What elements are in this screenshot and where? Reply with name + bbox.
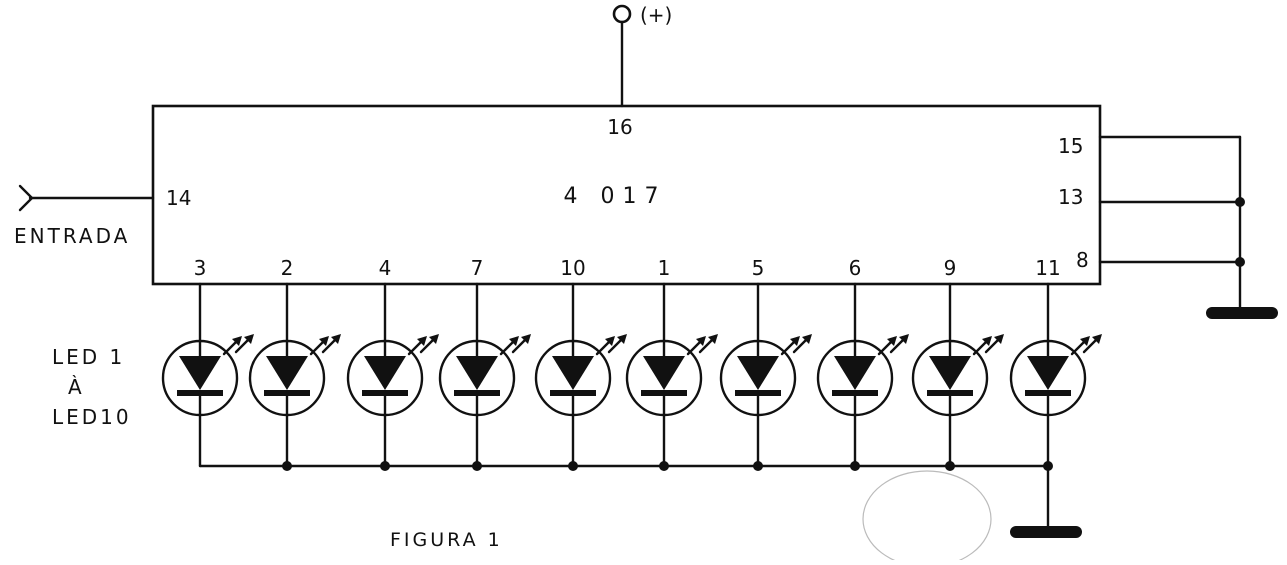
diode-triangle-icon bbox=[834, 356, 876, 390]
led-9: 9 bbox=[911, 256, 1004, 471]
diode-triangle-icon bbox=[1027, 356, 1069, 390]
light-arrow-head-icon bbox=[887, 336, 897, 346]
light-arrow-head-icon bbox=[1092, 334, 1102, 344]
led-pin-label: 3 bbox=[194, 256, 207, 280]
led-7: 5 bbox=[719, 256, 812, 471]
light-arrow-head-icon bbox=[994, 334, 1004, 344]
light-arrow-head-icon bbox=[982, 336, 992, 346]
supply-terminal bbox=[612, 4, 632, 24]
diode-triangle-icon bbox=[364, 356, 406, 390]
light-arrow-head-icon bbox=[244, 334, 254, 344]
input-label: ENTRADA bbox=[14, 224, 130, 248]
junction-dot bbox=[1235, 257, 1245, 267]
diode-cathode-bar bbox=[832, 390, 878, 396]
diode-triangle-icon bbox=[179, 356, 221, 390]
light-arrow-head-icon bbox=[232, 336, 242, 346]
light-arrow-head-icon bbox=[319, 336, 329, 346]
led-4: 7 bbox=[438, 256, 531, 471]
led-pin-label: 11 bbox=[1035, 256, 1060, 280]
led-pin-label: 1 bbox=[658, 256, 671, 280]
light-arrow-head-icon bbox=[708, 334, 718, 344]
led-label-line-1: LED 1 bbox=[52, 345, 125, 369]
diode-cathode-bar bbox=[362, 390, 408, 396]
led-label-line-2: À bbox=[68, 375, 85, 399]
light-arrow-head-icon bbox=[790, 336, 800, 346]
diode-triangle-icon bbox=[266, 356, 308, 390]
light-arrow-head-icon bbox=[899, 334, 909, 344]
diode-cathode-bar bbox=[550, 390, 596, 396]
led-pin-label: 9 bbox=[944, 256, 957, 280]
ic-part-number: 4 017 bbox=[564, 184, 667, 209]
light-arrow-head-icon bbox=[617, 334, 627, 344]
led-pin-label: 2 bbox=[281, 256, 294, 280]
pin-label-16: 16 bbox=[607, 115, 632, 139]
light-arrow-head-icon bbox=[509, 336, 519, 346]
led-label-line-3: LED10 bbox=[52, 405, 132, 429]
diode-triangle-icon bbox=[929, 356, 971, 390]
junction-dot bbox=[1235, 197, 1245, 207]
light-arrow-head-icon bbox=[521, 334, 531, 344]
pin-label-15: 15 bbox=[1058, 134, 1083, 158]
led-pin-label: 10 bbox=[560, 256, 585, 280]
led-6: 1 bbox=[625, 256, 718, 471]
light-arrow-head-icon bbox=[802, 334, 812, 344]
diode-cathode-bar bbox=[735, 390, 781, 396]
diode-cathode-bar bbox=[454, 390, 500, 396]
diode-cathode-bar bbox=[264, 390, 310, 396]
supply-label: (+) bbox=[640, 3, 672, 27]
led-3: 4 bbox=[346, 256, 439, 471]
scan-artifact-circle bbox=[862, 470, 992, 565]
diode-cathode-bar bbox=[177, 390, 223, 396]
input-arrow-icon bbox=[18, 184, 34, 212]
led-pin-label: 7 bbox=[471, 256, 484, 280]
led-8: 6 bbox=[816, 256, 909, 471]
led-2: 2 bbox=[248, 256, 341, 471]
led-pin-label: 5 bbox=[752, 256, 765, 280]
pin-label-14: 14 bbox=[166, 186, 191, 210]
ic-body bbox=[151, 104, 1102, 286]
diode-cathode-bar bbox=[927, 390, 973, 396]
diode-cathode-bar bbox=[1025, 390, 1071, 396]
led-5: 10 bbox=[534, 256, 627, 471]
diode-triangle-icon bbox=[643, 356, 685, 390]
diode-cathode-bar bbox=[641, 390, 687, 396]
led-array: 3 2 4 7 10 1 5 6 9 11 bbox=[161, 256, 1102, 471]
light-arrow-head-icon bbox=[417, 336, 427, 346]
diode-triangle-icon bbox=[737, 356, 779, 390]
light-arrow-head-icon bbox=[605, 336, 615, 346]
led-1: 3 bbox=[161, 256, 254, 468]
light-arrow-head-icon bbox=[429, 334, 439, 344]
pin-label-13: 13 bbox=[1058, 185, 1083, 209]
led-10: 11 bbox=[1009, 256, 1102, 471]
pin-label-8: 8 bbox=[1076, 248, 1089, 272]
diode-triangle-icon bbox=[456, 356, 498, 390]
light-arrow-head-icon bbox=[331, 334, 341, 344]
led-pin-label: 4 bbox=[379, 256, 392, 280]
light-arrow-head-icon bbox=[696, 336, 706, 346]
diode-triangle-icon bbox=[552, 356, 594, 390]
light-arrow-head-icon bbox=[1080, 336, 1090, 346]
led-pin-label: 6 bbox=[849, 256, 862, 280]
figure-caption: FIGURA 1 bbox=[390, 529, 503, 551]
